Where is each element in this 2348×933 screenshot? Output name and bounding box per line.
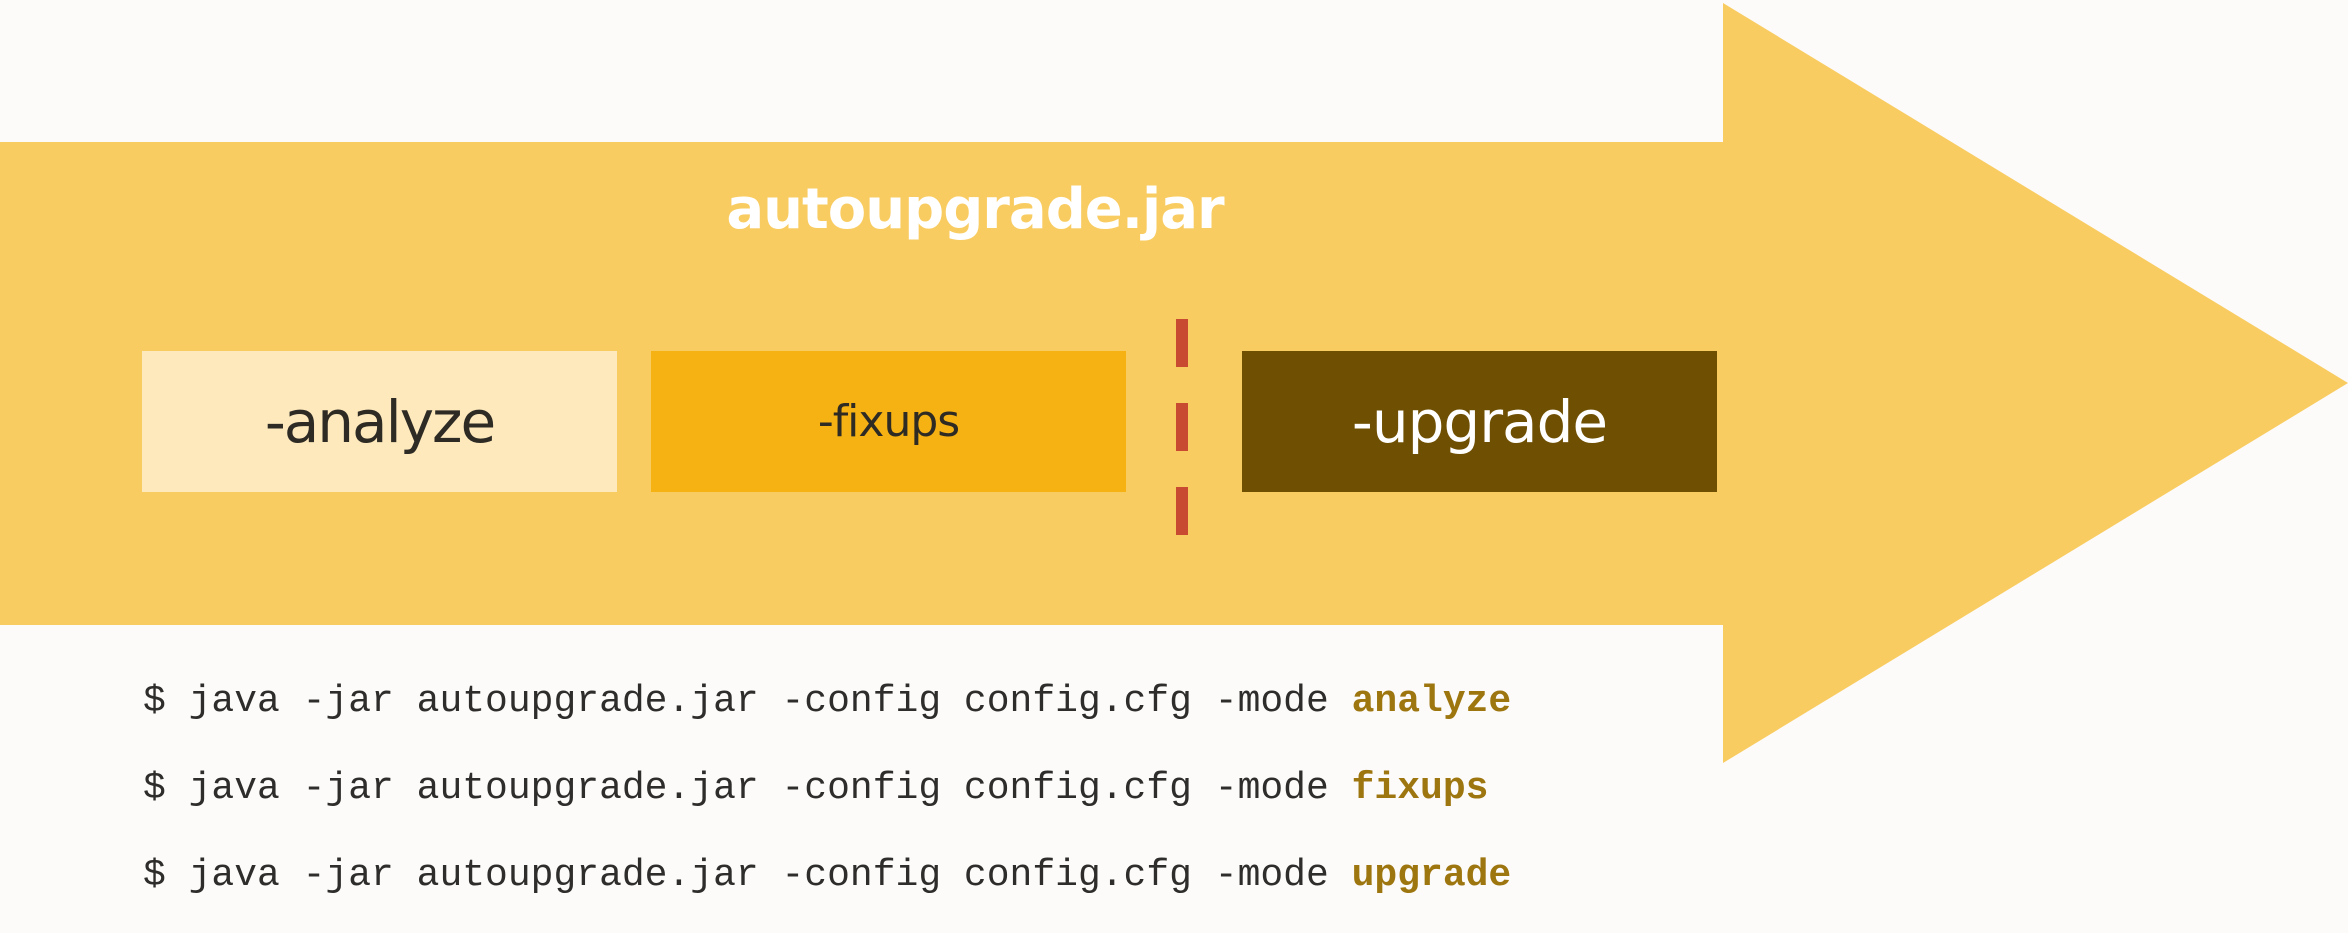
command-line-upgrade: $ java -jar autoupgrade.jar -config conf… [143, 846, 1511, 933]
command-prefix: $ java -jar autoupgrade.jar -config conf… [143, 767, 1352, 810]
command-prefix: $ java -jar autoupgrade.jar -config conf… [143, 680, 1352, 723]
command-line-fixups: $ java -jar autoupgrade.jar -config conf… [143, 759, 1511, 846]
diagram-title: autoupgrade.jar [726, 177, 1224, 242]
command-line-analyze: $ java -jar autoupgrade.jar -config conf… [143, 672, 1511, 759]
command-mode: analyze [1351, 680, 1512, 723]
divider-dash [1176, 403, 1188, 451]
command-mode: fixups [1351, 767, 1489, 810]
divider-dash [1176, 319, 1188, 367]
command-prefix: $ java -jar autoupgrade.jar -config conf… [143, 854, 1352, 897]
divider-dash [1176, 487, 1188, 535]
stage-fixups-box: -fixups [651, 351, 1126, 492]
stage-upgrade-label: -upgrade [1351, 387, 1608, 456]
stage-analyze-box: -analyze [142, 351, 617, 492]
arrow-shape [0, 3, 2348, 763]
command-mode: upgrade [1351, 854, 1512, 897]
stage-upgrade-box: -upgrade [1242, 351, 1717, 492]
stage-analyze-label: -analyze [264, 387, 496, 456]
stage-fixups-label: -fixups [817, 396, 960, 447]
command-list: $ java -jar autoupgrade.jar -config conf… [143, 672, 1511, 933]
